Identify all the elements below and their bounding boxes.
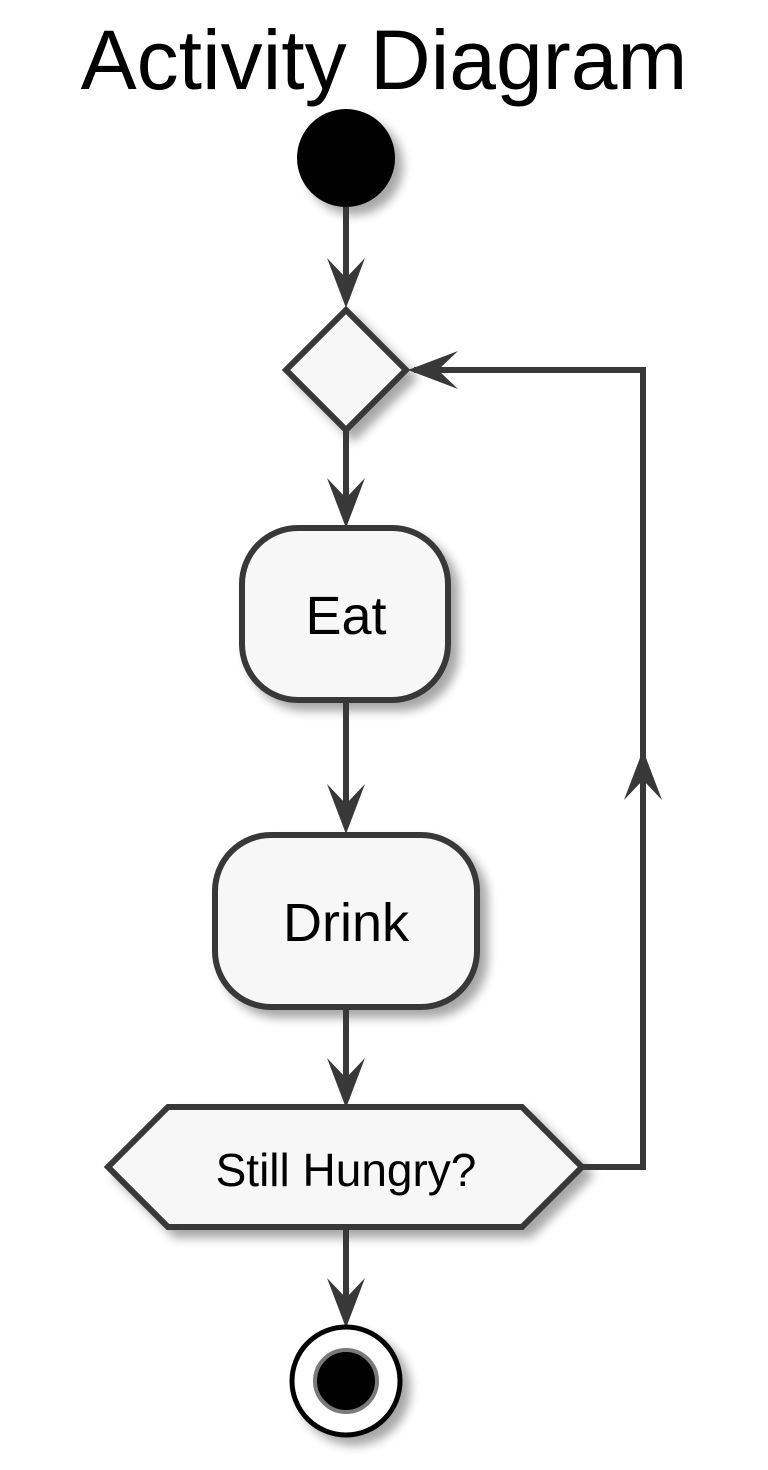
arrowhead-drink-to-decision — [327, 1058, 365, 1108]
diagram-title: Activity Diagram — [80, 13, 688, 107]
edge-loop-back — [414, 367, 646, 1170]
decision-label: Still Hungry? — [216, 1144, 477, 1196]
arrowhead-loop-up — [624, 750, 662, 800]
arrowhead-merge-to-eat — [327, 478, 365, 528]
arrowhead-start-to-merge — [327, 258, 365, 308]
end-node — [289, 1324, 403, 1438]
arrowhead-eat-to-drink — [327, 784, 365, 834]
arrowhead-decision-to-end — [327, 1278, 365, 1328]
decision-still-hungry — [103, 1104, 587, 1230]
start-node — [297, 109, 395, 207]
activity-eat-label: Eat — [305, 586, 386, 646]
merge-diamond — [281, 305, 411, 435]
activity-drink-label: Drink — [283, 893, 410, 953]
arrowhead-loop-into-merge — [408, 351, 458, 389]
